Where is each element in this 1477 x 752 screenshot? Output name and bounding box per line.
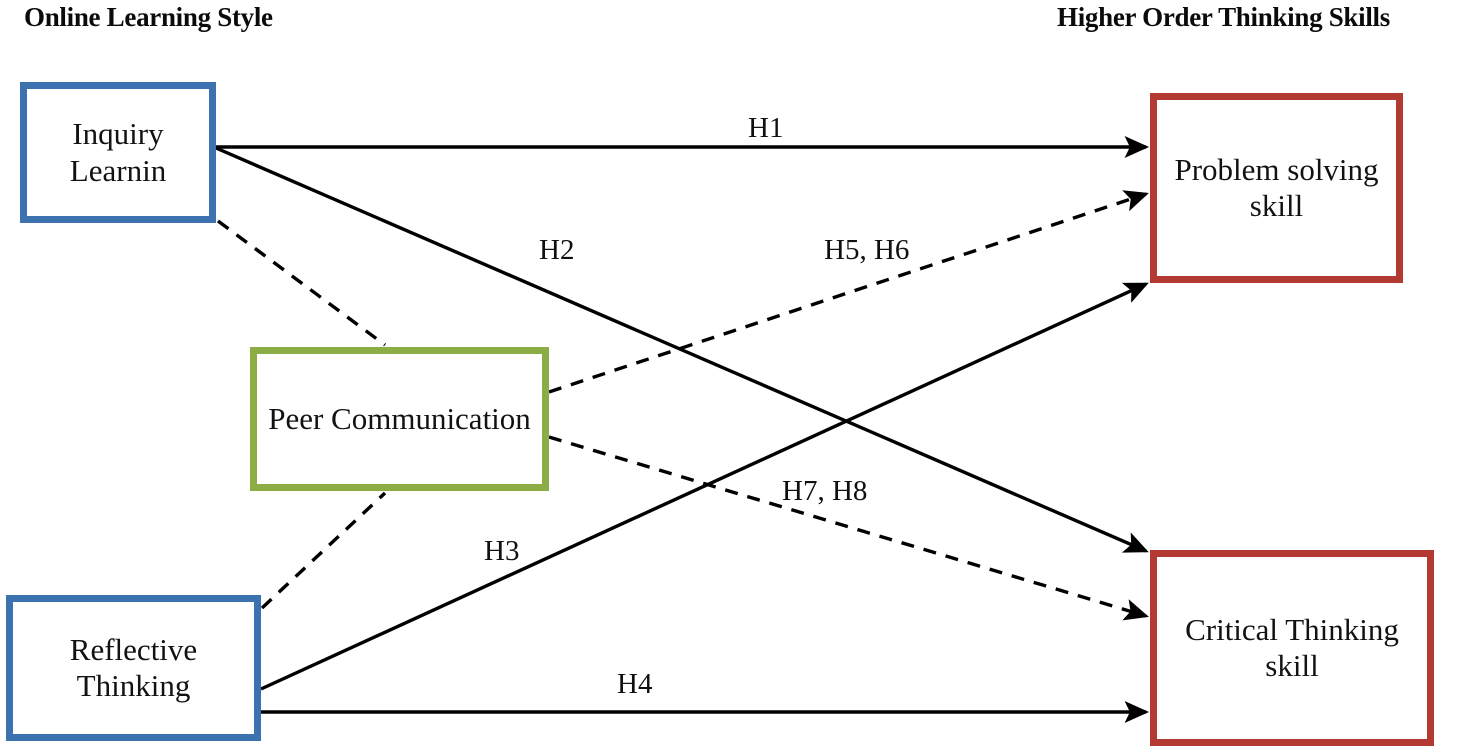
- edge-inquiry-to-peer: [216, 219, 387, 347]
- edge-label-h7-h8: H7, H8: [782, 475, 868, 507]
- node-inquiry-learning-label: Inquiry Learnin: [69, 116, 167, 188]
- node-peer-communication[interactable]: Peer Communication: [250, 347, 549, 491]
- edge-label-h3: H3: [484, 535, 520, 567]
- node-peer-communication-label: Peer Communication: [268, 400, 531, 436]
- node-reflective-thinking[interactable]: Reflective Thinking: [6, 595, 261, 741]
- node-problem-solving-skill-label: Problem solving skill: [1174, 151, 1379, 223]
- edge-label-h5-h6: H5, H6: [824, 234, 910, 266]
- node-problem-solving-skill[interactable]: Problem solving skill: [1150, 93, 1403, 283]
- edge-label-h4: H4: [617, 668, 653, 700]
- node-inquiry-learning[interactable]: Inquiry Learnin: [20, 82, 216, 223]
- group-title-online-learning-style: Online Learning Style: [24, 2, 273, 32]
- group-title-higher-order-thinking-skills: Higher Order Thinking Skills: [1057, 2, 1390, 32]
- edge-h7-h8: [548, 435, 1149, 621]
- edge-label-h2: H2: [539, 234, 575, 266]
- node-critical-thinking-skill-label: Critical Thinking skill: [1185, 611, 1399, 683]
- node-reflective-thinking-label: Reflective Thinking: [69, 631, 198, 703]
- edge-label-h1: H1: [748, 112, 784, 144]
- edge-h5-h6: [548, 190, 1149, 394]
- node-critical-thinking-skill[interactable]: Critical Thinking skill: [1150, 550, 1434, 746]
- edge-reflective-to-peer: [260, 491, 387, 610]
